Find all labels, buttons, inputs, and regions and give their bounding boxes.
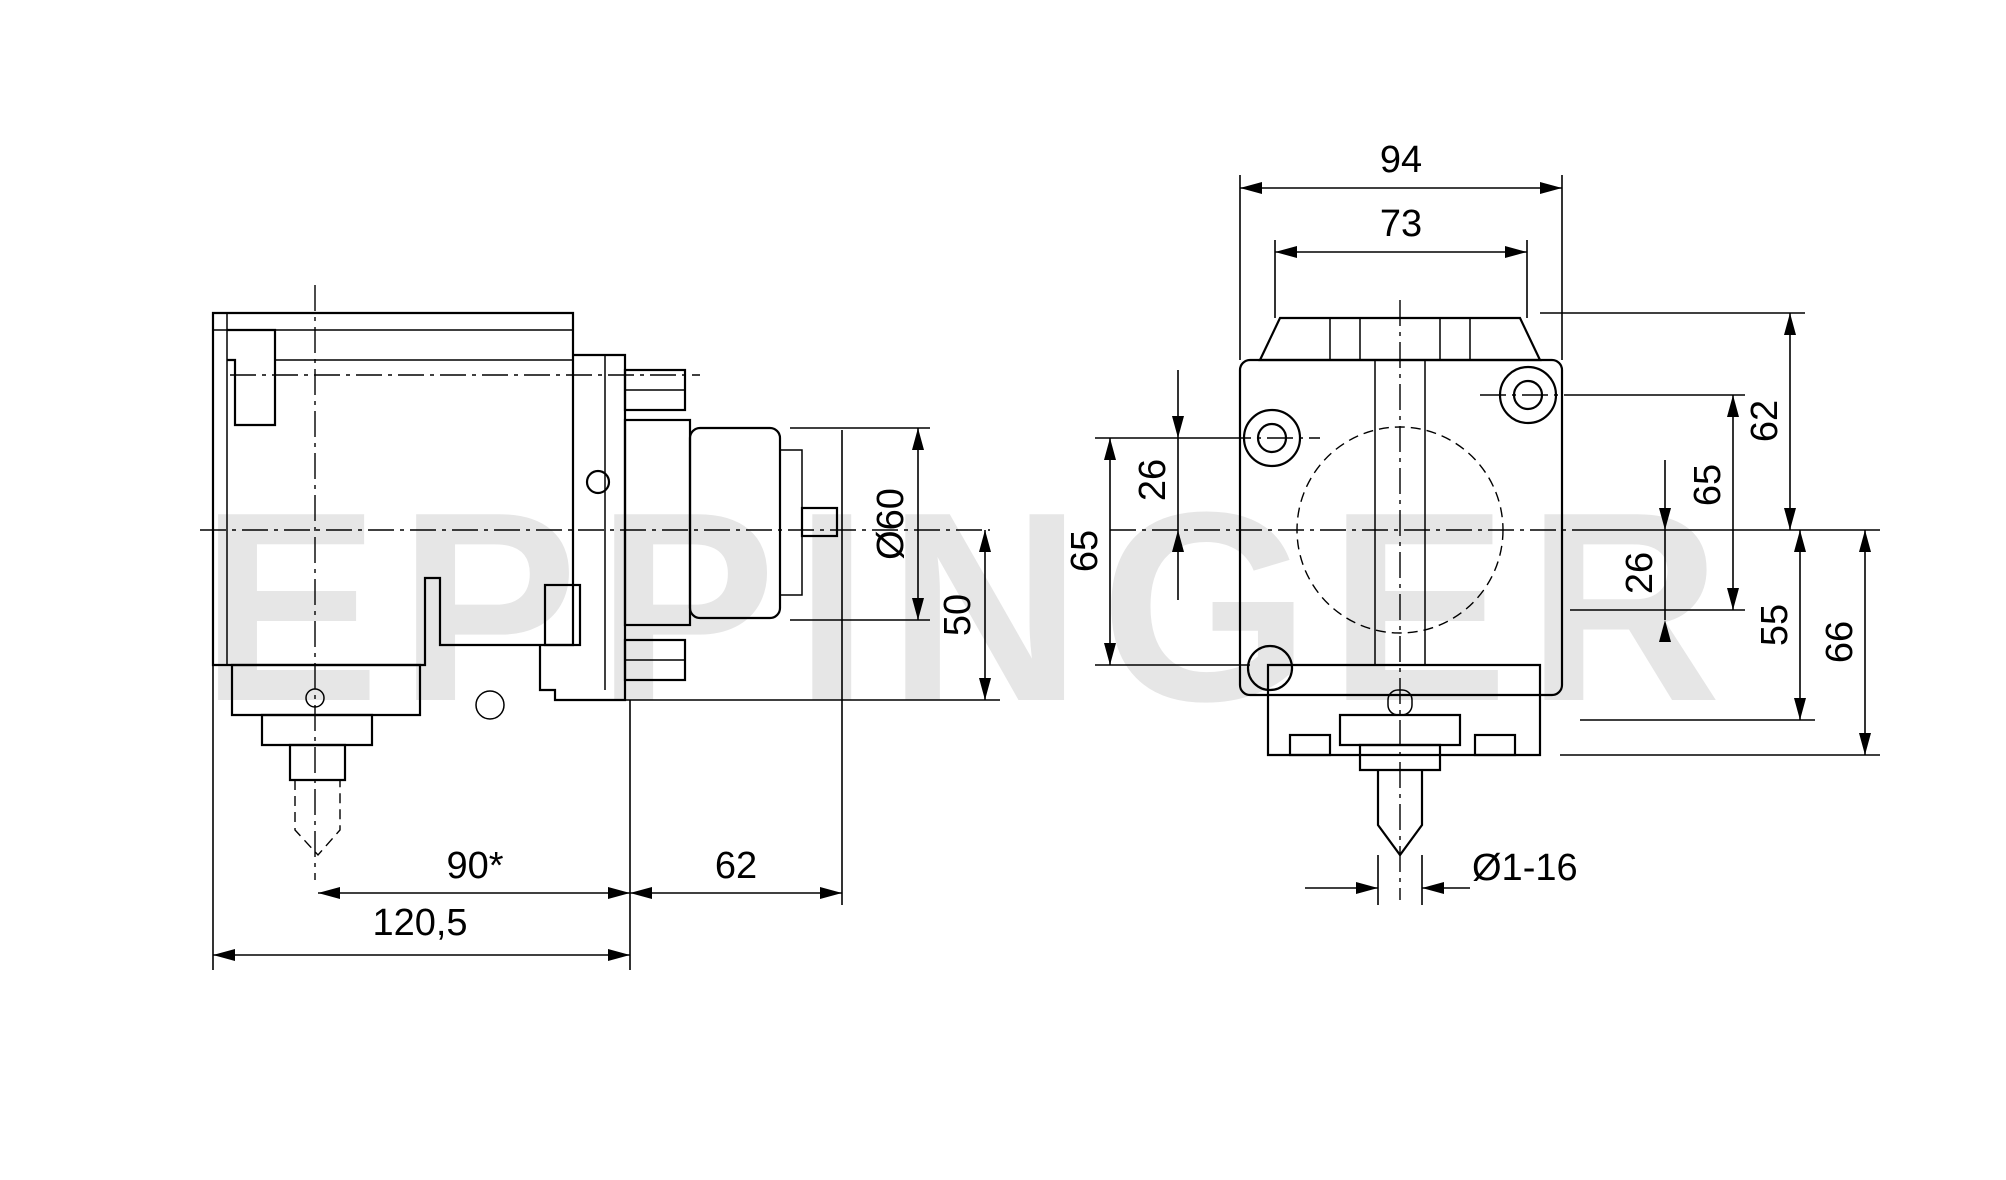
arrow <box>1659 620 1671 642</box>
arrow <box>318 887 340 899</box>
arrow <box>1172 416 1184 438</box>
arrow <box>1240 182 1262 194</box>
dim-label-65-left: 65 <box>1064 530 1106 572</box>
dim-label-94: 94 <box>1380 139 1422 181</box>
side-collet-tip <box>288 743 347 782</box>
dim-label-120-5: 120,5 <box>372 902 467 944</box>
front-view <box>1110 300 1580 900</box>
arrow <box>608 949 630 961</box>
side-lower-block <box>543 583 582 647</box>
arrow <box>1794 530 1806 552</box>
arrow <box>979 678 991 700</box>
front-lower-housing <box>1266 663 1542 757</box>
arrow <box>1659 508 1671 530</box>
arrow <box>1422 882 1444 894</box>
arrow <box>1275 246 1297 258</box>
arrow <box>1784 508 1796 530</box>
dim-label-62-side: 62 <box>715 845 757 887</box>
arrow <box>608 887 630 899</box>
side-grease-nipple <box>585 469 611 495</box>
dim-label-90: 90* <box>446 845 503 887</box>
side-drive-pin <box>800 506 839 538</box>
arrow <box>979 530 991 552</box>
dim-label-73: 73 <box>1380 203 1422 245</box>
dim-label-65-right: 65 <box>1687 464 1729 506</box>
arrow <box>1172 530 1184 552</box>
arrow <box>1794 698 1806 720</box>
front-lower-block-left <box>1288 733 1332 757</box>
dim-label-50: 50 <box>937 594 979 636</box>
dim-label-dia60: Ø60 <box>870 488 912 560</box>
arrow <box>1859 733 1871 755</box>
front-view-dimensions: 94 73 62 65 26 55 <box>1064 139 1880 905</box>
front-bolt-lower-left <box>1246 644 1294 692</box>
arrow <box>213 949 235 961</box>
dim-label-26-left: 26 <box>1132 459 1174 501</box>
arrow <box>912 428 924 450</box>
side-tool-hidden <box>294 780 341 857</box>
side-view <box>200 285 990 880</box>
side-flange-block <box>538 353 627 702</box>
arrow <box>630 887 652 899</box>
arrow <box>1505 246 1527 258</box>
arrow <box>1104 438 1116 460</box>
side-collet-nut <box>260 713 374 747</box>
arrow <box>1356 882 1378 894</box>
arrow <box>1784 313 1796 335</box>
side-clamp-block <box>227 328 277 427</box>
dim-label-62-front: 62 <box>1744 400 1786 442</box>
side-coolant-fitting <box>475 690 505 720</box>
dim-label-66: 66 <box>1819 621 1861 663</box>
front-collet-tip <box>1358 743 1442 772</box>
arrow <box>1859 530 1871 552</box>
arrow <box>1540 182 1562 194</box>
arrow <box>1727 395 1739 417</box>
side-view-dimensions: 90* 62 120,5 Ø60 50 <box>212 427 1000 970</box>
front-lower-block-right <box>1473 733 1517 757</box>
side-collet-holder <box>230 663 422 717</box>
front-collet-nut <box>1338 713 1462 747</box>
arrow <box>820 887 842 899</box>
arrow <box>912 598 924 620</box>
arrow <box>1104 643 1116 665</box>
dim-label-clamp-range: Ø1-16 <box>1472 847 1578 889</box>
arrow <box>1727 588 1739 610</box>
dim-label-26-right: 26 <box>1619 552 1661 594</box>
dim-label-55: 55 <box>1754 604 1796 646</box>
front-body <box>1238 358 1564 697</box>
